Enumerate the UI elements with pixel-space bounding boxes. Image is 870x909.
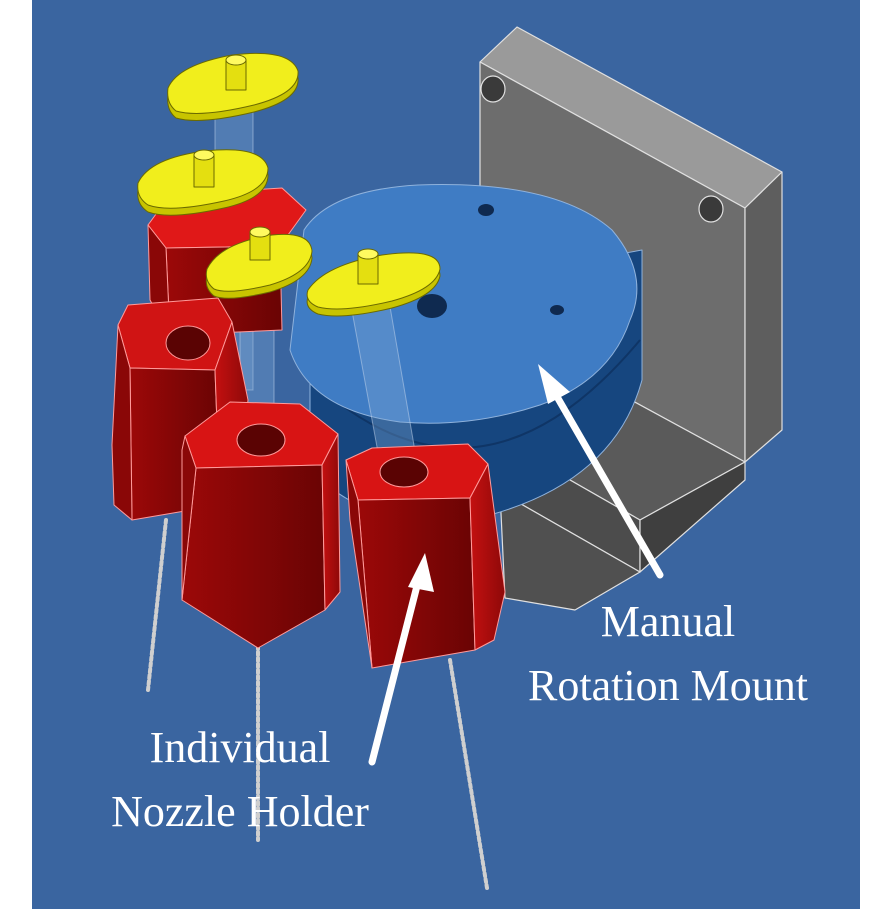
- plunger-3: [205, 226, 313, 299]
- nozzle-holder-middle: [181, 401, 341, 649]
- needles: [146, 518, 489, 890]
- plungers: [137, 52, 441, 317]
- label-individual: Individual: [150, 723, 331, 772]
- arrow-to-rotation-mount: [538, 364, 664, 579]
- nozzle-holder-front: [345, 443, 506, 669]
- arrow-to-nozzle-holder: [368, 553, 434, 766]
- plunger-2: [137, 149, 269, 216]
- plunger-1: [167, 52, 299, 121]
- label-manual: Manual: [601, 597, 735, 646]
- label-rotation-mount: Rotation Mount: [528, 661, 808, 710]
- label-nozzle-holder: Nozzle Holder: [111, 787, 369, 836]
- plunger-4: [306, 248, 441, 317]
